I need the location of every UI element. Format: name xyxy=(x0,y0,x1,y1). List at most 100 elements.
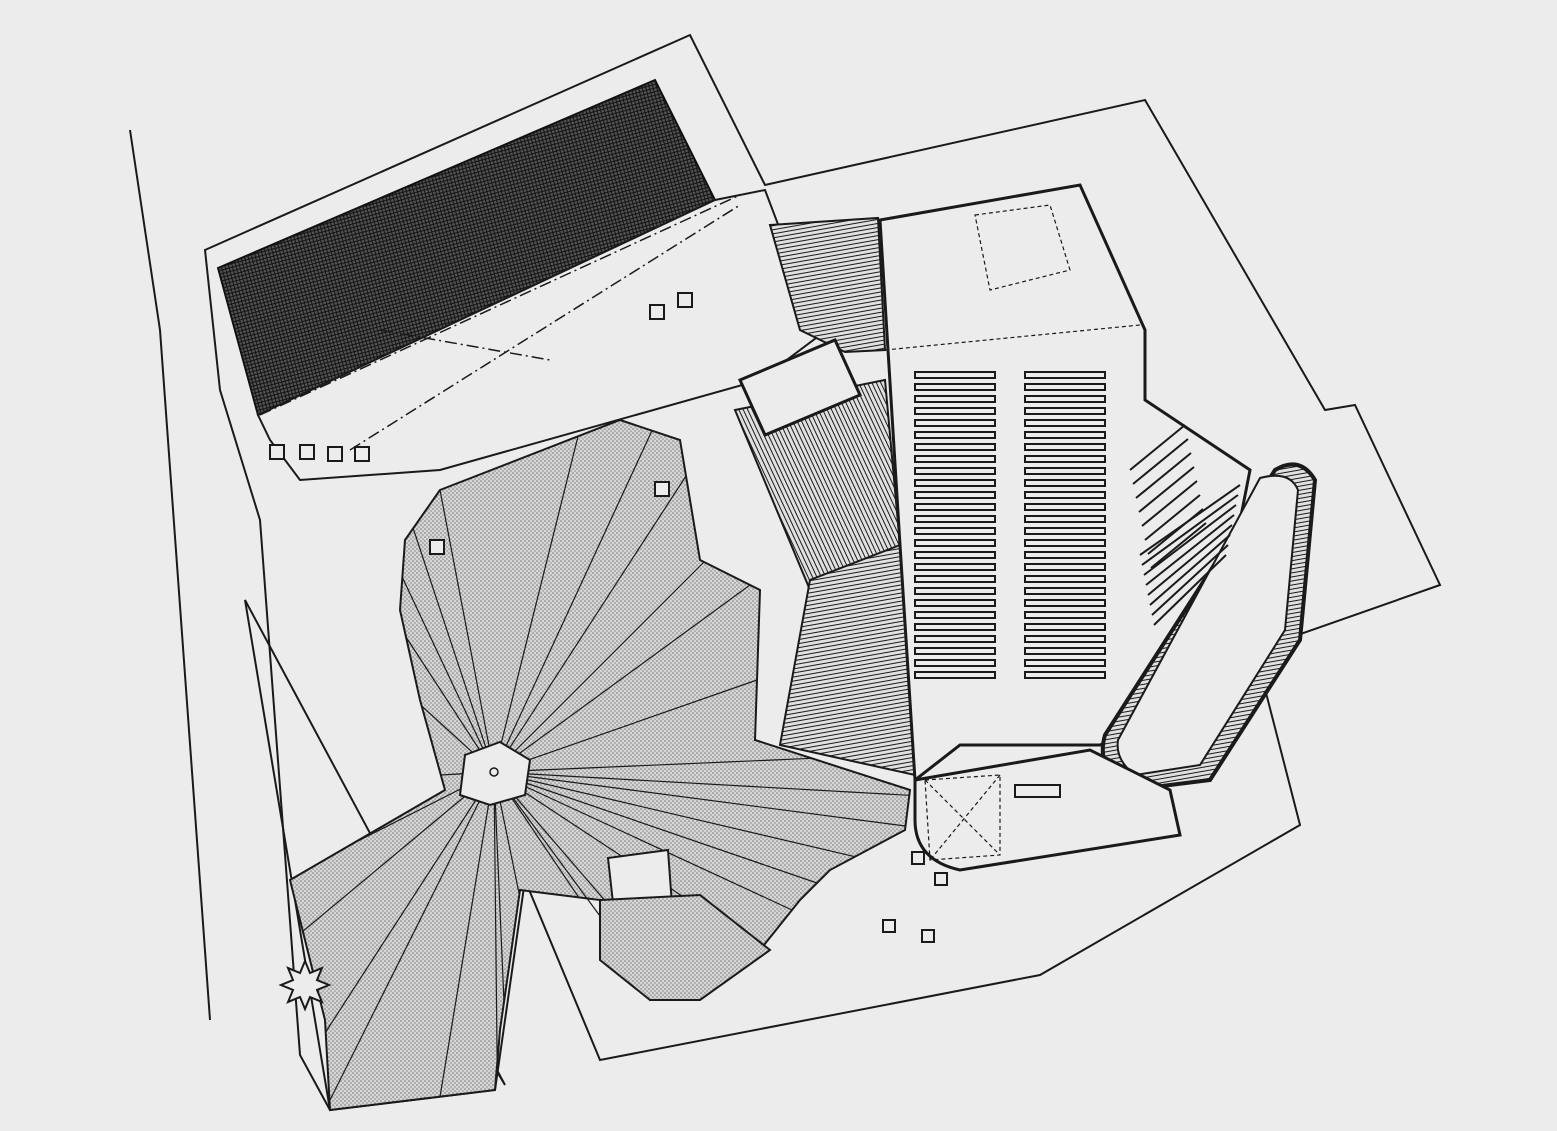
pew xyxy=(914,575,996,583)
side-pew xyxy=(1132,438,1189,485)
side-pew xyxy=(1144,494,1201,541)
fan-ray xyxy=(493,771,818,884)
fan-ray xyxy=(439,771,495,1097)
pew xyxy=(914,659,996,667)
pew xyxy=(914,611,996,619)
side-pew xyxy=(1147,508,1204,555)
hatched-area-north xyxy=(768,216,887,354)
pew xyxy=(1024,407,1106,415)
fan-ray xyxy=(493,771,498,1065)
fan-ray xyxy=(493,475,687,773)
fan-ray xyxy=(493,757,812,773)
pew xyxy=(914,443,996,451)
fan-ray xyxy=(493,771,505,1003)
pew xyxy=(1024,479,1106,487)
fan-ray xyxy=(493,436,579,773)
pew xyxy=(1024,623,1106,631)
pew xyxy=(1024,371,1106,379)
side-pew xyxy=(1141,480,1198,527)
site-boundary xyxy=(203,33,1442,1112)
fan-rays xyxy=(302,430,910,1102)
side-pew xyxy=(1153,554,1227,626)
pew xyxy=(914,515,996,523)
fan-ray xyxy=(493,679,758,773)
fan-ray xyxy=(325,771,495,1033)
side-pew xyxy=(1143,504,1237,576)
pew xyxy=(914,527,996,535)
pew xyxy=(1024,443,1106,451)
pew xyxy=(914,671,996,679)
pew xyxy=(914,551,996,559)
pew xyxy=(1024,647,1106,655)
side-pews xyxy=(1129,424,1241,626)
dashed-lines xyxy=(884,204,1141,861)
dash-dot-lines xyxy=(259,194,741,451)
fountain xyxy=(458,740,532,807)
pew xyxy=(1024,539,1106,547)
stepped-terrace xyxy=(599,893,772,1001)
fan-ray xyxy=(493,430,653,773)
pew xyxy=(914,395,996,403)
pew xyxy=(1024,503,1106,511)
apse-inner xyxy=(1116,474,1300,777)
pew xyxy=(1024,383,1106,391)
side-pew xyxy=(1129,424,1186,471)
pews xyxy=(914,371,1106,679)
pew xyxy=(914,503,996,511)
pew xyxy=(1024,551,1106,559)
pew xyxy=(1024,527,1106,535)
fan-ray xyxy=(412,528,495,773)
pew xyxy=(1024,635,1106,643)
fountain-center xyxy=(489,767,499,777)
star-fountain xyxy=(278,958,332,1012)
pew xyxy=(914,455,996,463)
pew xyxy=(1024,455,1106,463)
pew xyxy=(914,539,996,547)
pew xyxy=(914,431,996,439)
pew xyxy=(914,647,996,655)
pew xyxy=(1024,671,1106,679)
fan-ray xyxy=(493,584,751,773)
side-pew xyxy=(1138,466,1195,513)
side-pew xyxy=(1151,544,1229,616)
pew xyxy=(914,491,996,499)
pew xyxy=(914,371,996,379)
fan-ray xyxy=(493,561,705,773)
pew xyxy=(1024,419,1106,427)
pew xyxy=(914,467,996,475)
pew xyxy=(1024,563,1106,571)
pew xyxy=(1024,467,1106,475)
pew xyxy=(914,563,996,571)
pew xyxy=(1024,515,1106,523)
stair-box xyxy=(737,338,863,437)
pew xyxy=(1024,587,1106,595)
pew xyxy=(1024,431,1106,439)
fan-ray xyxy=(493,771,856,858)
pew xyxy=(914,383,996,391)
hatched-area-south xyxy=(778,543,917,777)
fan-ray xyxy=(493,771,906,827)
pew xyxy=(914,623,996,631)
pew xyxy=(1024,659,1106,667)
side-pew xyxy=(1145,514,1235,586)
pew xyxy=(1024,395,1106,403)
pew xyxy=(914,635,996,643)
fan-ray xyxy=(493,771,793,911)
pew xyxy=(1024,575,1106,583)
street-edge-line xyxy=(129,129,211,1021)
column-piers xyxy=(269,292,1061,943)
pew xyxy=(914,587,996,595)
side-pew xyxy=(1147,524,1233,596)
side-pew xyxy=(1149,534,1231,606)
fan-ray xyxy=(302,771,495,932)
pew xyxy=(1024,599,1106,607)
fan-ray xyxy=(328,771,495,1102)
side-pew xyxy=(1150,522,1207,569)
pew xyxy=(1024,491,1106,499)
fan-ray xyxy=(401,577,495,773)
pew xyxy=(914,419,996,427)
pew xyxy=(914,479,996,487)
fan-ray xyxy=(439,489,495,773)
side-pew xyxy=(1141,494,1239,566)
